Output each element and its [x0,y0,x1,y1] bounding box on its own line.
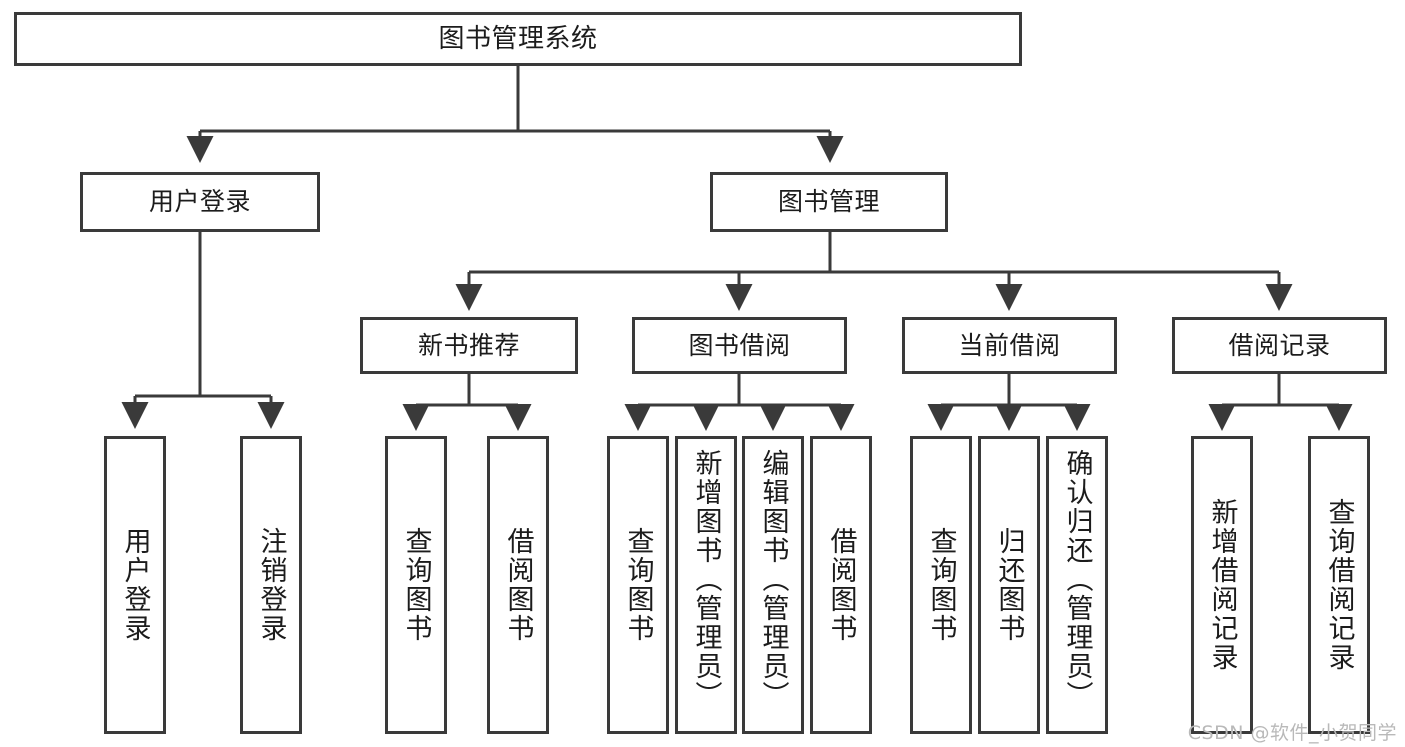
node-label: 用户登录 [119,527,151,643]
node-label: 编辑图书（管理员） [757,449,789,710]
leaf-current-borrow-confirm-return[interactable]: 确认归还（管理员） [1046,436,1108,734]
node-label: 借阅记录 [1228,330,1331,360]
leaf-user-login-login[interactable]: 用户登录 [104,436,166,734]
leaf-book-borrow-add[interactable]: 新增图书（管理员） [675,436,737,734]
leaf-book-borrow-query[interactable]: 查询图书 [607,436,669,734]
leaf-current-borrow-return[interactable]: 归还图书 [978,436,1040,734]
node-book-borrow[interactable]: 图书借阅 [632,317,847,374]
leaf-book-borrow-edit[interactable]: 编辑图书（管理员） [742,436,804,734]
leaf-book-borrow-borrow[interactable]: 借阅图书 [810,436,872,734]
node-label: 图书管理 [777,187,880,217]
node-label: 查询图书 [925,527,957,643]
node-label: 确认归还（管理员） [1061,449,1093,710]
node-label: 新增图书（管理员） [690,449,722,710]
node-current-borrow[interactable]: 当前借阅 [902,317,1117,374]
node-label: 图书借阅 [688,330,791,360]
node-label: 注销登录 [255,527,287,643]
node-label: 新增借阅记录 [1206,498,1238,672]
node-borrow-records[interactable]: 借阅记录 [1172,317,1387,374]
node-label: 当前借阅 [958,330,1061,360]
node-label: 查询图书 [400,527,432,643]
leaf-user-login-logout[interactable]: 注销登录 [240,436,302,734]
leaf-records-query[interactable]: 查询借阅记录 [1308,436,1370,734]
node-label: 新书推荐 [417,330,520,360]
node-label: 查询图书 [622,527,654,643]
node-label: 图书管理系统 [438,23,598,54]
leaf-new-book-borrow[interactable]: 借阅图书 [487,436,549,734]
node-label: 用户登录 [148,187,251,217]
leaf-current-borrow-query[interactable]: 查询图书 [910,436,972,734]
node-label: 查询借阅记录 [1323,498,1355,672]
node-label: 归还图书 [993,527,1025,643]
leaf-records-add[interactable]: 新增借阅记录 [1191,436,1253,734]
node-book-management[interactable]: 图书管理 [710,172,948,232]
node-new-book-recommend[interactable]: 新书推荐 [360,317,578,374]
node-root-book-management-system[interactable]: 图书管理系统 [14,12,1022,66]
node-label: 借阅图书 [502,527,534,643]
watermark-text: CSDN @软件_小贺同学 [1187,722,1397,744]
node-label: 借阅图书 [825,527,857,643]
leaf-new-book-query[interactable]: 查询图书 [385,436,447,734]
node-user-login[interactable]: 用户登录 [80,172,320,232]
